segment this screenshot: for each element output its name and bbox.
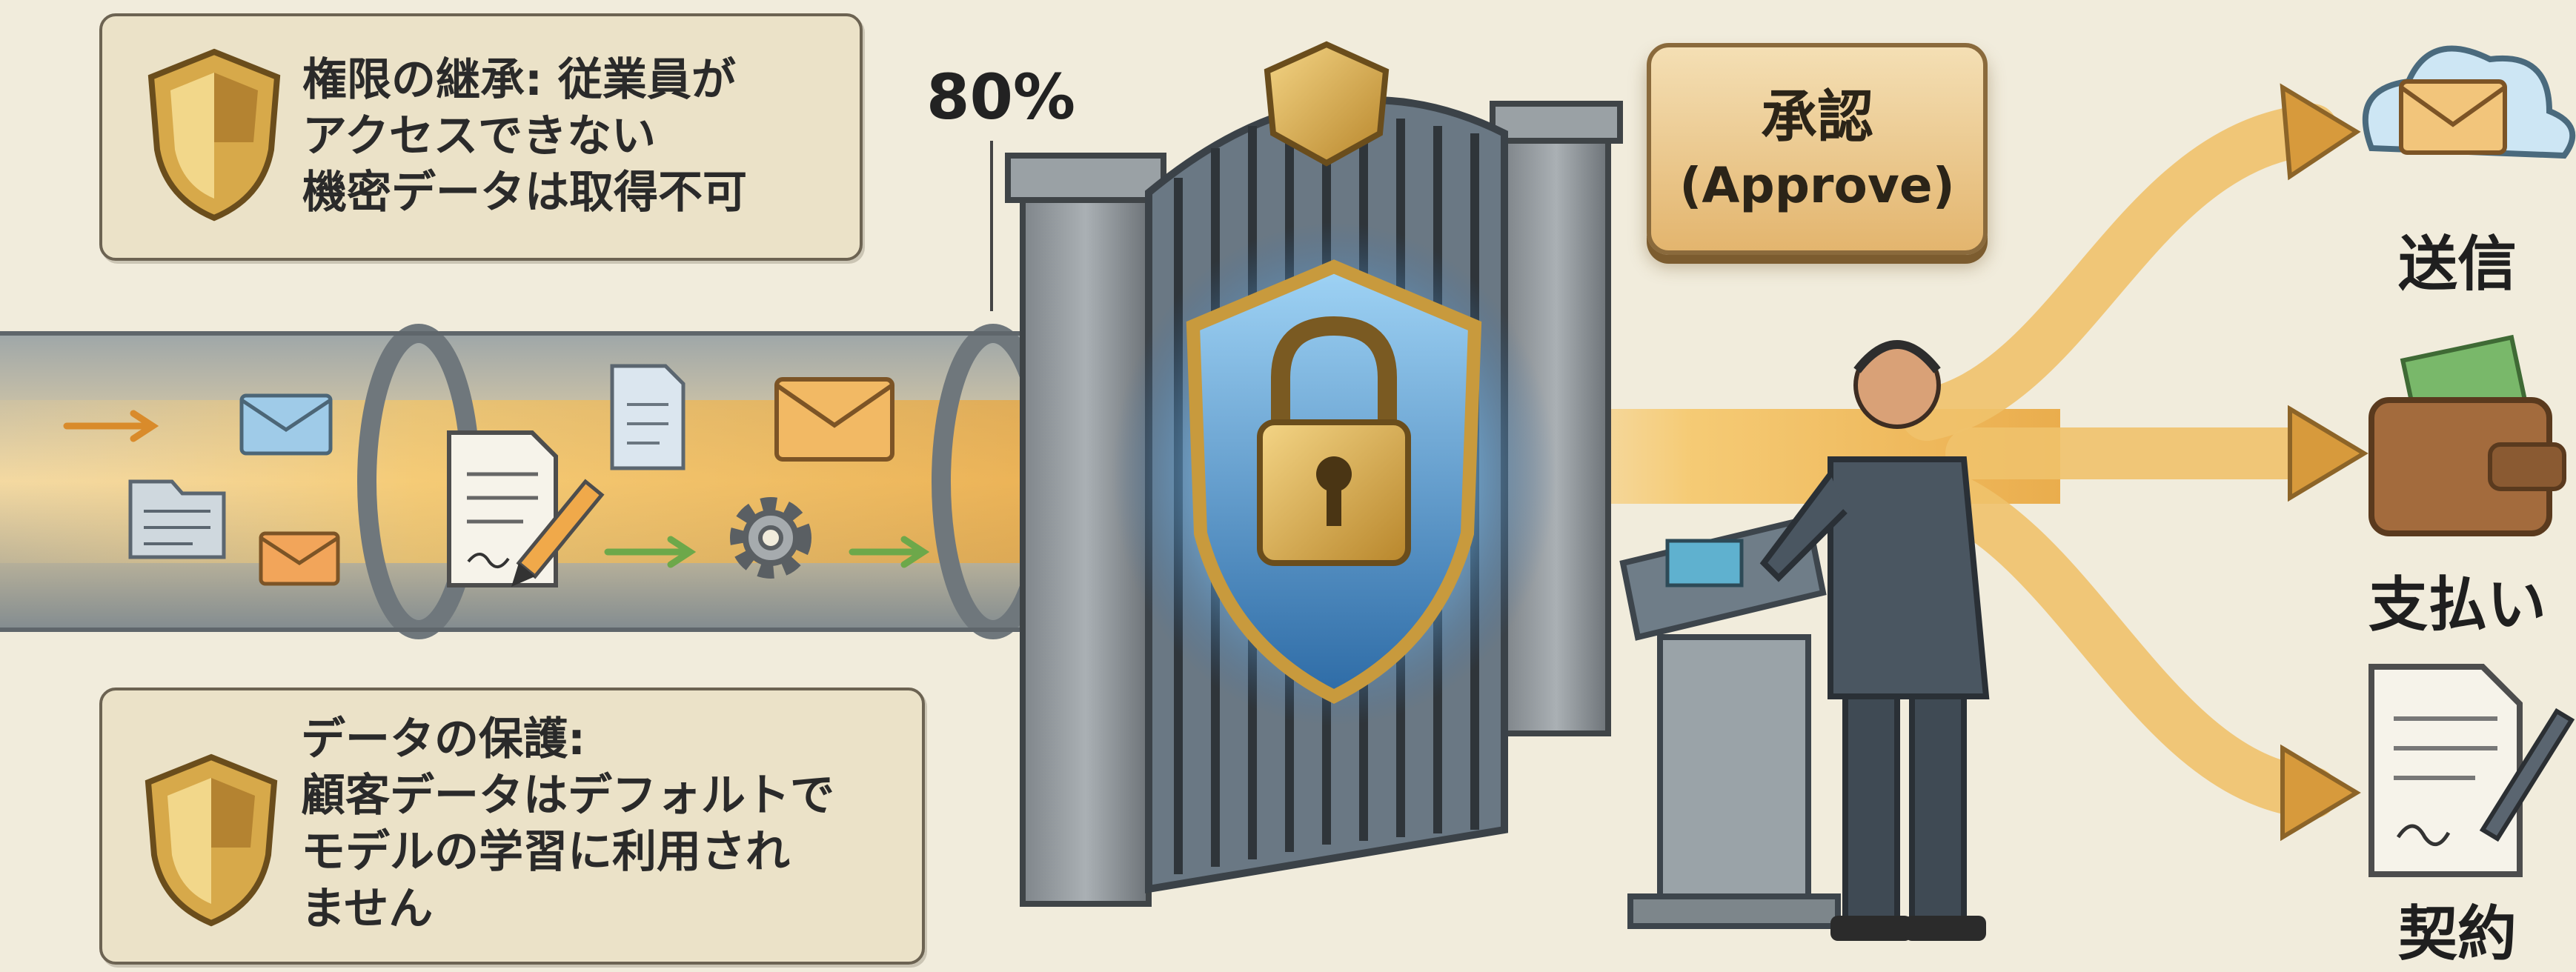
arrow-head-icon <box>2283 87 2357 176</box>
outcome-label-payment: 支払い <box>2368 557 2546 643</box>
console-icon <box>1623 519 1838 926</box>
mail-cloud-icon <box>2366 48 2572 156</box>
folder-icon <box>130 482 224 557</box>
approve-button-label: 承認 <box>1761 81 1873 154</box>
approve-button-sublabel: (Approve) <box>1679 154 1955 218</box>
email-icon <box>242 396 331 453</box>
arrow-head-icon <box>2290 409 2364 498</box>
shield-icon <box>144 46 285 224</box>
outcome-label-send: 送信 <box>2368 216 2546 302</box>
email-icon <box>777 379 892 459</box>
padlock-shield-icon <box>1112 222 1556 726</box>
contract-icon <box>2371 667 2572 874</box>
leader-line <box>990 141 993 311</box>
shield-icon <box>141 751 282 929</box>
percent-label: 80% <box>926 61 1075 133</box>
permission-inheritance-callout: 権限の継承: 従業員が アクセスできない 機密データは取得不可 <box>99 13 863 261</box>
email-icon <box>261 533 338 584</box>
arrow-head-icon <box>2283 748 2357 837</box>
data-protection-callout: データの保護: 顧客データはデフォルトで モデルの学習に利用され ません <box>99 688 925 965</box>
outcome-label-contract: 契約 <box>2368 886 2546 972</box>
document-icon <box>612 366 683 468</box>
gear-icon <box>737 504 805 572</box>
callout-text: 権限の継承: 従業員が アクセスできない 機密データは取得不可 <box>302 52 747 222</box>
approve-button[interactable]: 承認 (Approve) <box>1647 43 1988 255</box>
wallet-icon <box>2371 337 2564 533</box>
callout-text: データの保護: 顧客データはデフォルトで モデルの学習に利用され ません <box>301 711 834 937</box>
